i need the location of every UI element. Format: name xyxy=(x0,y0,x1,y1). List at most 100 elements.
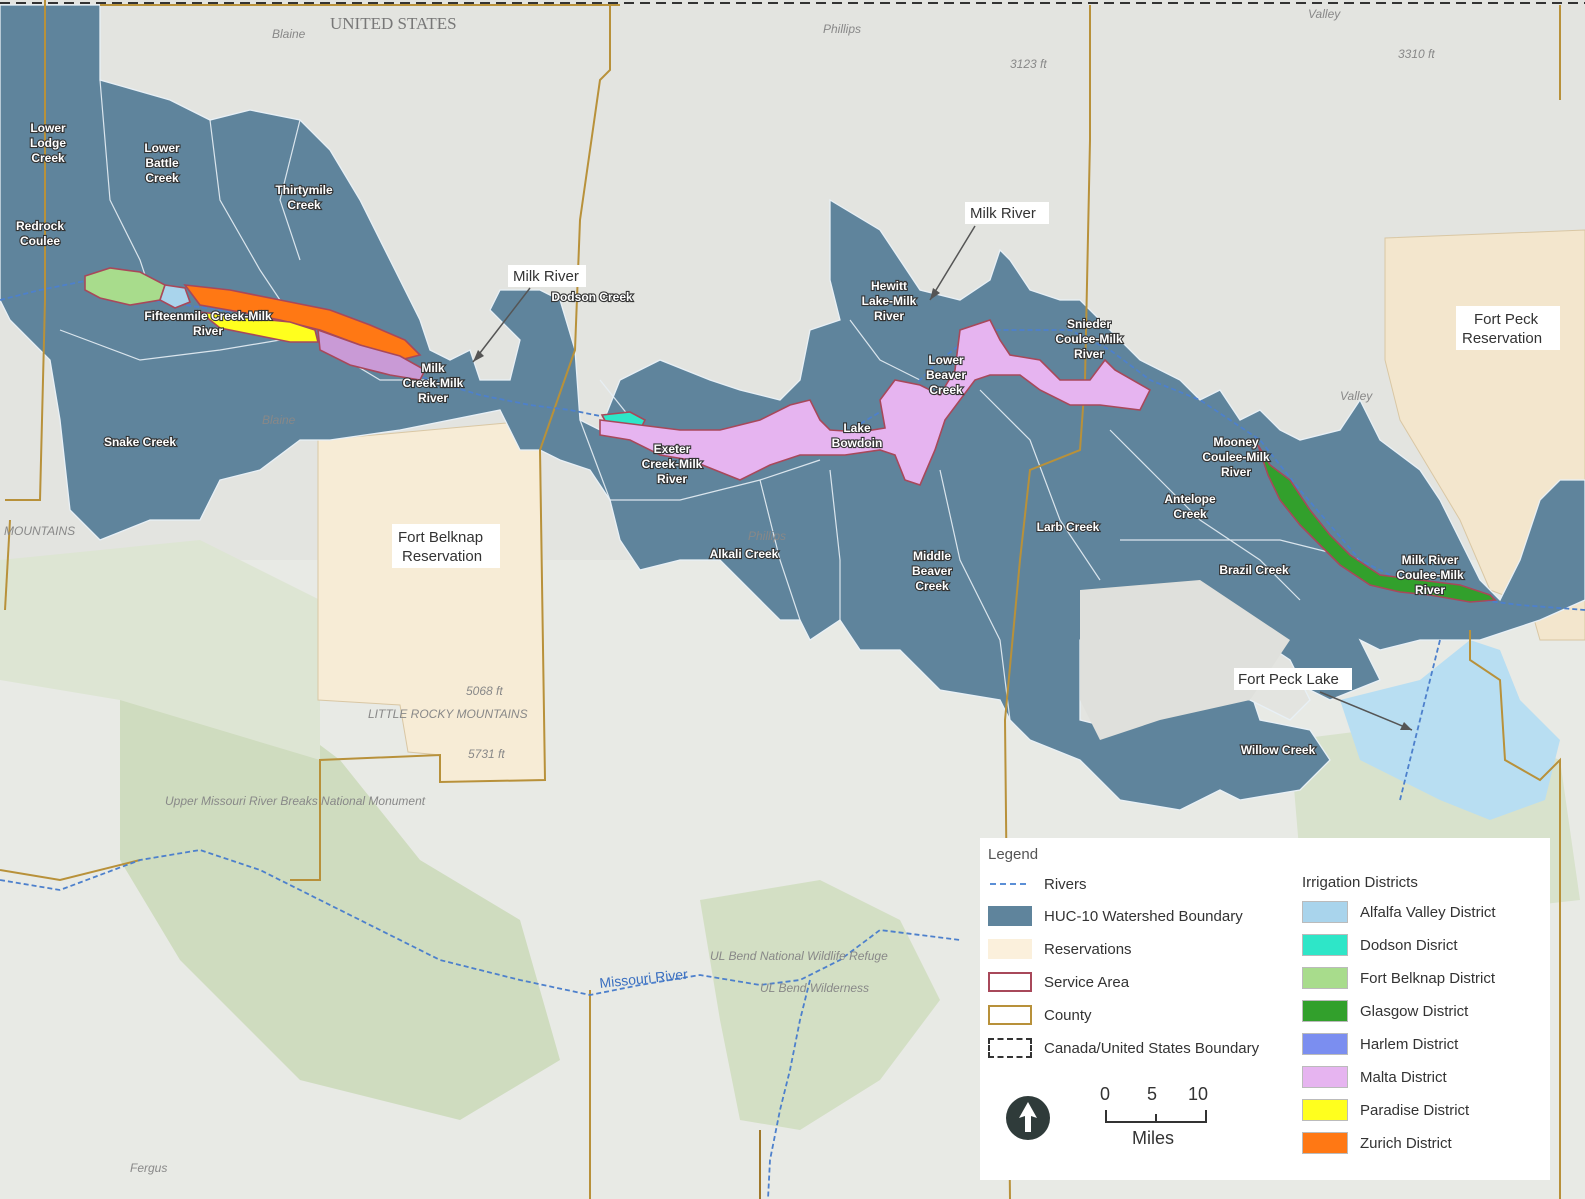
callout-fort-peck-2: Reservation xyxy=(1462,330,1542,347)
watershed-label-line: Bowdoin xyxy=(832,436,883,450)
watershed-label-line: Antelope xyxy=(1164,492,1216,506)
forest-area-ul-bend xyxy=(700,880,940,1130)
north-arrow-icon xyxy=(1006,1096,1050,1140)
watershed-label-line: Lower xyxy=(144,141,180,155)
hills-area xyxy=(0,540,320,760)
legend-label-county: County xyxy=(1044,1006,1092,1024)
watershed-label-line: River xyxy=(1415,583,1445,597)
zurich-district xyxy=(183,284,422,361)
legend-district-glasgow: Glasgow District xyxy=(1302,999,1468,1023)
watershed-label-line: Redrock xyxy=(16,219,64,233)
legend-item-county: County xyxy=(988,1003,1092,1027)
watershed-label-dodson: Dodson Creek xyxy=(551,290,633,304)
legend-label-boundary: Canada/United States Boundary xyxy=(1044,1039,1260,1057)
legend-district-paradise: Paradise District xyxy=(1302,1098,1469,1122)
label-little-rocky: LITTLE ROCKY MOUNTAINS xyxy=(368,707,528,721)
watershed-label-brazil: Brazil Creek xyxy=(1219,563,1289,577)
label-united-states: UNITED STATES xyxy=(330,14,457,33)
legend-district-dodson: Dodson Disrict xyxy=(1302,933,1458,957)
callout-bg-fort-peck-lake xyxy=(1234,668,1352,690)
scale-tick-10: 10 xyxy=(1188,1084,1209,1104)
watershed-label-line: Beaver xyxy=(926,368,966,382)
watershed-label-line: Exeter xyxy=(654,442,691,456)
glasgow-district xyxy=(1257,444,1497,603)
label-elev-5731: 5731 ft xyxy=(468,747,505,761)
label-valley-mid: Valley xyxy=(1340,389,1373,403)
paradise-district xyxy=(197,310,320,343)
legend-district-malta: Malta District xyxy=(1302,1065,1447,1089)
label-phillips-mid: Phillips xyxy=(748,529,786,543)
watershed-label-line: Creek xyxy=(287,198,321,212)
watershed-label-line: Lower xyxy=(30,121,66,135)
legend-item-boundary: Canada/United States Boundary xyxy=(988,1036,1259,1060)
watershed-label-line: Creek xyxy=(31,151,65,165)
legend-district-label: Fort Belknap District xyxy=(1360,969,1496,987)
callout-bg-fort-belknap xyxy=(392,524,500,568)
watershed-label-line: Lake xyxy=(843,421,871,435)
label-elev-3310: 3310 ft xyxy=(1398,47,1435,61)
legend-district-label: Alfalfa Valley District xyxy=(1360,903,1496,921)
label-ul-bend-refuge: UL Bend National Wildlife Refuge xyxy=(710,949,888,963)
scale-tick-0: 0 xyxy=(1100,1084,1111,1104)
legend-item-rivers: Rivers xyxy=(988,872,1087,896)
callout-arrow-milk-2 xyxy=(929,225,976,301)
label-mountains: MOUNTAINS xyxy=(4,524,75,538)
watershed-label-line: Creek xyxy=(915,579,949,593)
watershed-label-line: River xyxy=(874,309,904,323)
watershed-label-line: Mooney xyxy=(1213,435,1259,449)
watershed-label-line: River xyxy=(193,324,223,338)
watershed-label-line: Thirtymile xyxy=(275,183,333,197)
watershed-label-line: Alkali Creek xyxy=(710,547,779,561)
watershed-label-willow: Willow Creek xyxy=(1241,743,1316,757)
legend-districts-title: Irrigation Districts xyxy=(1302,874,1418,891)
watershed-label-line: Milk xyxy=(421,361,445,375)
watershed-label-line: Larb Creek xyxy=(1037,520,1100,534)
watershed-label-line: River xyxy=(657,472,687,486)
legend-item-service-area: Service Area xyxy=(988,970,1129,994)
watershed-label-line: Lake-Milk xyxy=(862,294,917,308)
scale-tick-5: 5 xyxy=(1147,1084,1158,1104)
callout-milk-river-2: Milk River xyxy=(970,205,1036,222)
callout-arrow-milk-1 xyxy=(472,287,531,363)
legend-district-fort-belknap: Fort Belknap District xyxy=(1302,966,1495,990)
watershed-label-line: Beaver xyxy=(912,564,952,578)
watershed-label-line: Coulee-Milk xyxy=(1055,332,1123,346)
callout-bg-fort-peck xyxy=(1456,306,1560,350)
forest-area xyxy=(120,680,560,1120)
label-valley-top: Valley xyxy=(1308,7,1341,21)
watershed-label-line: Battle xyxy=(145,156,179,170)
callout-fort-belknap-1: Fort Belknap xyxy=(398,529,483,546)
watershed-label-line: Middle xyxy=(913,549,951,563)
legend-district-label: Zurich District xyxy=(1360,1134,1452,1152)
watershed-label-line: Creek xyxy=(929,383,963,397)
legend-district-label: Dodson Disrict xyxy=(1360,936,1458,954)
missouri-river-line xyxy=(0,849,961,996)
watershed-label-line: Snake Creek xyxy=(104,435,176,449)
malta-district xyxy=(599,319,1152,486)
callout-fort-peck-1: Fort Peck xyxy=(1474,311,1539,328)
watershed-label-alkali: Alkali Creek xyxy=(710,547,779,561)
watershed-label-line: Creek xyxy=(1173,507,1207,521)
irrigation-districts xyxy=(84,267,1497,603)
watershed-label-line: Dodson Creek xyxy=(551,290,633,304)
label-elev-5068: 5068 ft xyxy=(466,684,503,698)
callout-fort-belknap-2: Reservation xyxy=(402,548,482,565)
watershed-label-line: Milk River xyxy=(1402,553,1459,567)
scale-bar: 0 5 10 Miles xyxy=(1098,1084,1218,1154)
callout-fort-peck-lake: Fort Peck Lake xyxy=(1238,671,1339,688)
label-upper-missouri: Upper Missouri River Breaks National Mon… xyxy=(165,794,426,808)
watershed-label-line: Fifteenmile Creek-Milk xyxy=(144,309,272,323)
legend-district-harlem: Harlem District xyxy=(1302,1032,1458,1056)
label-ul-bend-wild: UL Bend Wilderness xyxy=(760,981,869,995)
